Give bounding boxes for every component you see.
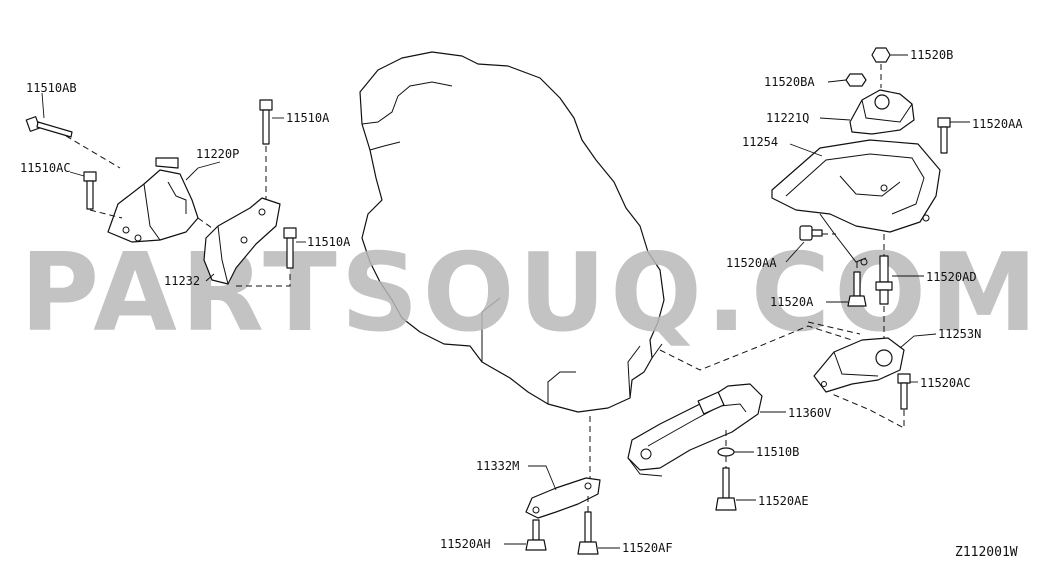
label-11510ac-left: 11510AC: [20, 161, 71, 175]
label-11520a: 11520A: [770, 295, 814, 309]
engine-mount-11220p: [107, 157, 199, 243]
label-11232: 11232: [164, 274, 200, 288]
stud-11520ad: [875, 255, 893, 305]
diagram-code: Z112001W: [955, 545, 1018, 560]
bracket-11253n: [813, 337, 905, 393]
bolt-11510a-top: [259, 99, 273, 145]
label-11520ah: 11520AH: [440, 537, 491, 551]
label-11520ae: 11520AE: [758, 494, 809, 508]
label-11520ba: 11520BA: [764, 75, 815, 89]
bolt-11510ab: [25, 116, 73, 138]
engine-outline: [359, 51, 665, 413]
label-11360v: 11360V: [788, 406, 831, 420]
label-11332m: 11332M: [476, 459, 519, 473]
label-11510a-top: 11510A: [286, 111, 330, 125]
bolt-11520a: [847, 271, 867, 307]
torque-rod-11360v: [627, 383, 763, 477]
label-11520ac-right: 11520AC: [920, 376, 971, 390]
label-11520af: 11520AF: [622, 541, 673, 555]
insulator-11221q: [849, 89, 915, 135]
label-11254: 11254: [742, 135, 778, 149]
nut-11520b: [871, 47, 891, 63]
label-11520aa-left: 11520AA: [726, 256, 777, 270]
watermark-text: PARTSOUQ.COM: [20, 231, 1041, 356]
label-11520ad: 11520AD: [926, 270, 977, 284]
bolt-11510ac-left: [83, 171, 97, 210]
label-11510a-mid: 11510A: [307, 235, 351, 249]
label-11510b: 11510B: [756, 445, 799, 459]
bolt-11510a-mid: [283, 227, 297, 269]
bolt-11520aa-top: [937, 117, 951, 154]
label-11510ab: 11510AB: [26, 81, 77, 95]
nut-11520aa-left: [799, 225, 823, 241]
bolt-11520af: [577, 511, 599, 555]
nut-11520ba: [845, 73, 867, 87]
label-11220p: 11220P: [196, 147, 239, 161]
bolt-11520ah: [525, 519, 547, 551]
label-11221q: 11221Q: [766, 111, 809, 125]
bolt-11520ae: [715, 467, 737, 511]
bracket-11332m: [525, 477, 601, 519]
bracket-11254: [771, 139, 941, 266]
label-11520aa-top: 11520AA: [972, 117, 1023, 131]
label-11253n: 11253N: [938, 327, 981, 341]
bolt-11520ac-right: [897, 373, 911, 410]
washer-11510b: [717, 447, 735, 457]
label-11520b: 11520B: [910, 48, 953, 62]
